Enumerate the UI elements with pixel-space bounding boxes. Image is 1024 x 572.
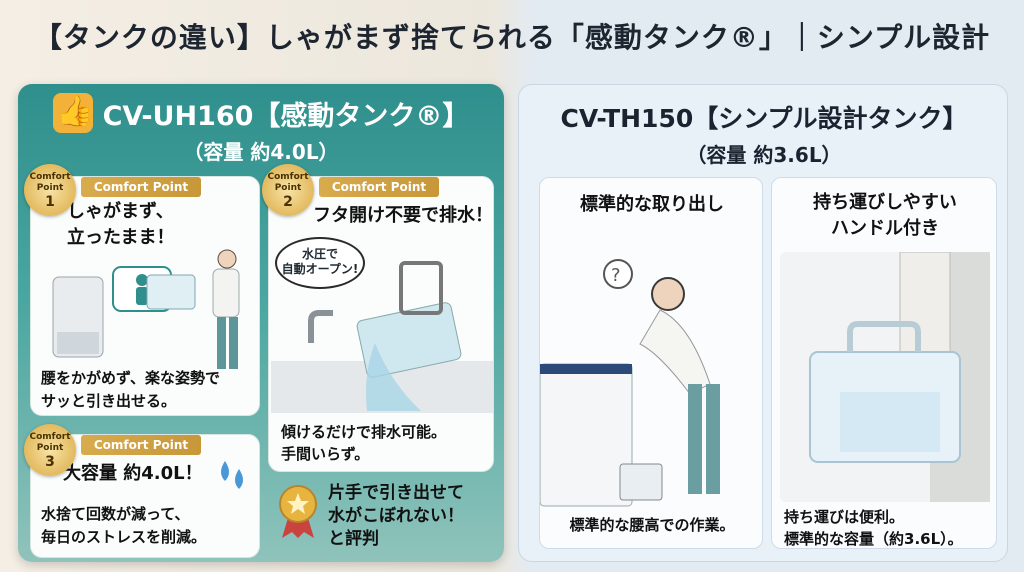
point-3-desc-2: 毎日のストレスを削減。	[41, 528, 207, 546]
tank-pour-illustration	[271, 261, 493, 413]
water-drops-icon	[221, 461, 243, 489]
carry-tank-illustration	[780, 252, 990, 502]
right-product-panel: CV-TH150【シンプル設計タンク】 （容量 約3.6L） 標準的な取り出し …	[518, 84, 1008, 562]
point-2-desc-2: 手間いらず。	[281, 445, 370, 463]
standard-removal-card: 標準的な取り出し ? 標準的な腰高での作業。	[539, 177, 763, 549]
svg-text:?: ?	[611, 265, 621, 286]
handle-card: 持ち運びしやすい ハンドル付き 持ち運びは便利。 標準的な容量（約3.6L）。	[771, 177, 997, 549]
comfort-ribbon-2: Comfort Point	[319, 177, 439, 197]
point-1-heading: しゃがまず、立ったまま！	[67, 201, 175, 248]
point-3-heading: 大容量 約4.0L！	[63, 463, 203, 484]
point-1-desc-2: サッと引き出せる。	[41, 392, 177, 410]
handle-desc-1: 持ち運びは便利。	[784, 508, 905, 526]
left-product-panel: CV-UH160【感動タンク®】 （容量 約4.0L） Comfort Poin…	[18, 84, 504, 562]
comfort-card-2: Comfort Point フタ開け不要で排水！ 水圧で自動オープン! 傾けるだ…	[268, 176, 494, 472]
review-line-2: 水がこぼれない！	[328, 506, 464, 526]
thumbs-up-icon	[52, 93, 94, 133]
left-capacity: （容量 約4.0L）	[183, 140, 339, 164]
standard-removal-heading: 標準的な取り出し	[580, 194, 724, 215]
right-capacity: （容量 約3.6L）	[686, 143, 842, 167]
auto-open-bubble: 水圧で自動オープン!	[275, 237, 365, 289]
review-line-1: 片手で引き出せて	[328, 483, 464, 503]
page-title: 【タンクの違い】しゃがまず捨てられる「感動タンク®」｜シンプル設計	[33, 21, 991, 54]
review-line-3: と評判	[328, 529, 379, 549]
point-2-heading: フタ開け不要で排水！	[313, 205, 493, 226]
point-3-desc-1: 水捨て回数が減って、	[41, 505, 190, 523]
bending-user-illustration: ?	[540, 259, 720, 507]
comfort-card-1: Comfort Point しゃがまず、立ったまま！ 腰をかがめず、楽な姿勢で …	[30, 176, 260, 416]
comfort-ribbon-3: Comfort Point	[81, 435, 201, 455]
award-medal-icon	[279, 485, 317, 538]
point-2-desc-1: 傾けるだけで排水可能。	[281, 423, 447, 441]
point-1-desc-1: 腰をかがめず、楽な姿勢で	[41, 369, 220, 387]
comfort-ribbon-1: Comfort Point	[81, 177, 201, 197]
left-product-name: CV-UH160【感動タンク®】	[102, 100, 470, 132]
standard-removal-desc: 標準的な腰高での作業。	[569, 516, 735, 534]
handle-heading-1: 持ち運びしやすい	[813, 192, 957, 213]
handle-heading-2: ハンドル付き	[831, 218, 939, 239]
comfort-card-3: Comfort Point 大容量 約4.0L！ 水捨て回数が減って、 毎日のス…	[30, 434, 260, 558]
right-product-name: CV-TH150【シンプル設計タンク】	[560, 104, 968, 133]
handle-desc-2: 標準的な容量（約3.6L）。	[784, 530, 963, 548]
standing-user-illustration	[52, 249, 240, 369]
